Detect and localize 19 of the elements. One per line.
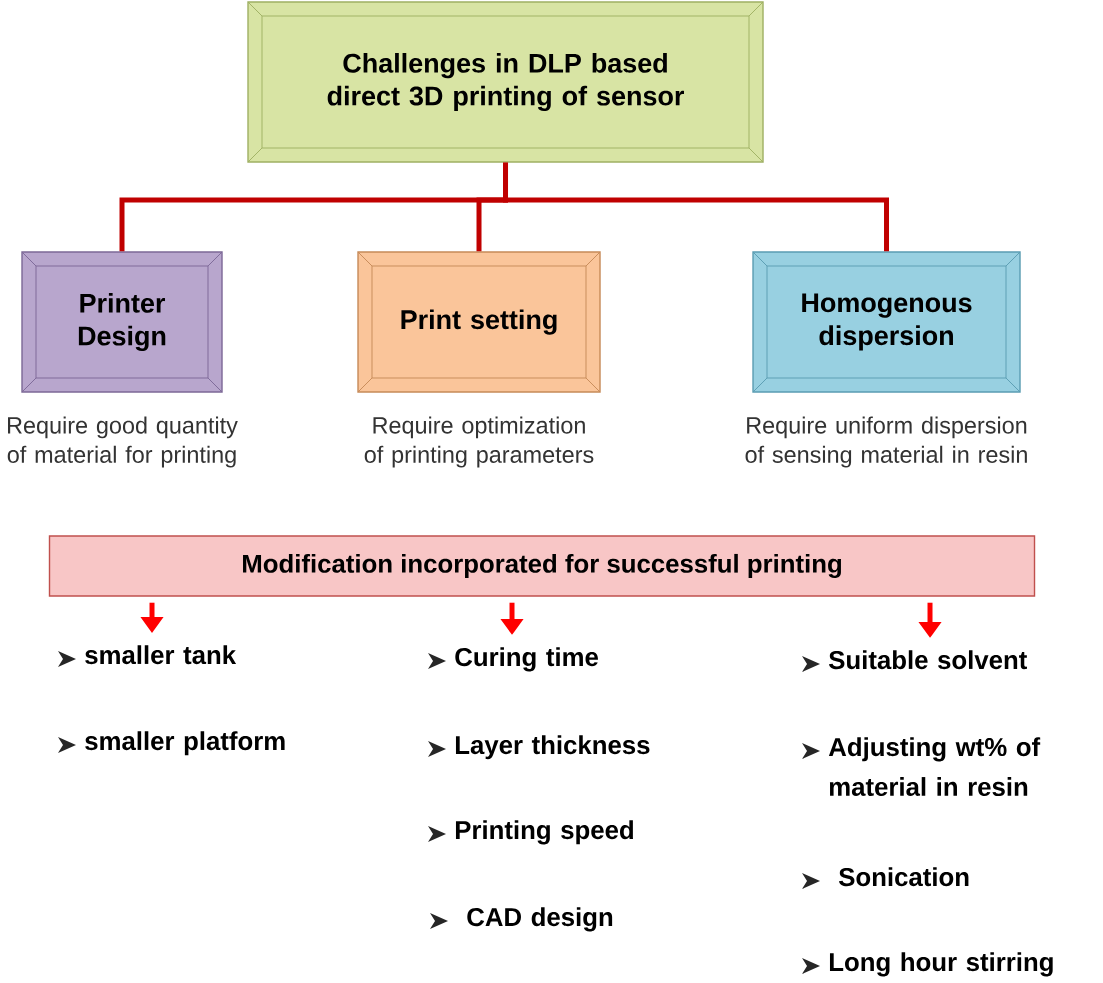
list-item: CAD design — [467, 907, 613, 932]
caption-text: Require good quantity of material for printing — [7, 416, 238, 468]
banner-box: Modification incorporated for successful printing — [48, 535, 1036, 597]
list-item: Layer thickness — [455, 735, 650, 760]
list-item: smaller platform — [85, 731, 285, 756]
list-item: Curing time — [455, 647, 598, 672]
connector — [503, 162, 889, 252]
list-item: Suitable solvent — [829, 650, 1027, 670]
bevel-box: Printer Design — [21, 251, 223, 393]
caption-text: Require optimization of printing parameters — [364, 416, 594, 468]
list-item: Long hour stirring — [829, 952, 1053, 977]
caption-text: Require uniform dispersion of sensing material in resin — [745, 416, 1027, 468]
bevel-box: Challenges in DLP based direct 3D printing of sensor — [247, 1, 764, 163]
list-item: smaller tank — [85, 645, 237, 665]
bevel-box: Print setting — [357, 251, 601, 393]
list-item: Printing speed — [455, 820, 633, 845]
list-item: Sonication — [839, 867, 969, 887]
list-item: Adjusting wt% of material in resin — [828, 737, 1041, 796]
bevel-box: Homogenous dispersion — [752, 251, 1021, 393]
